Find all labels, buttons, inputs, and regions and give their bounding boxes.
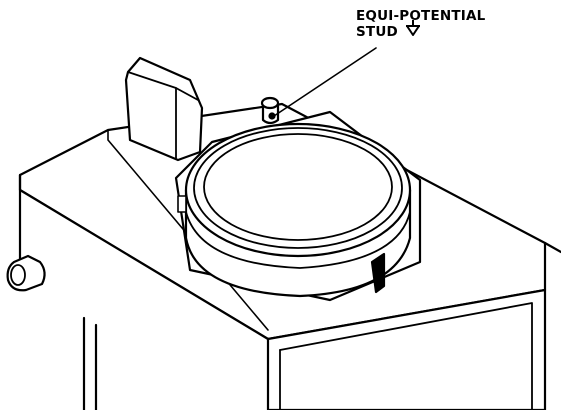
display-bezel [279, 302, 533, 410]
equipotential-stud-callout: EQUI-POTENTIAL STUD [356, 8, 485, 40]
equipotential-stud-cap [260, 96, 280, 110]
pan-left-clip [177, 195, 187, 213]
display-panel [266, 288, 547, 410]
body-right-edge [543, 241, 561, 254]
side-knob-cap [10, 264, 26, 286]
callout-leader-line [273, 47, 377, 117]
pan-cylinder-band [185, 211, 411, 269]
pan-front-notch [370, 252, 386, 294]
ground-icon [405, 20, 420, 40]
rear-box [124, 56, 204, 162]
rear-box-top-edge [127, 71, 199, 101]
body-front-face [20, 190, 268, 410]
callout-line-2: STUD [356, 20, 485, 40]
callout-line-2-text: STUD [356, 24, 398, 40]
pan-inner-plate [203, 133, 393, 241]
callout-line-1: EQUI-POTENTIAL [356, 8, 486, 24]
